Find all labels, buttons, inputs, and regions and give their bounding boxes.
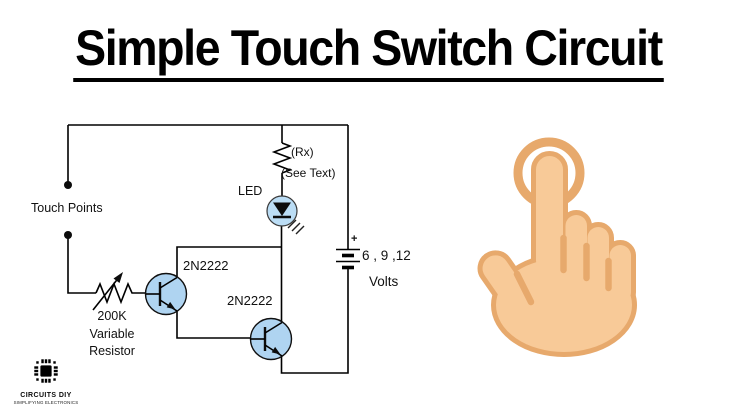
- touch-point-dots: [64, 181, 72, 239]
- page-title: Simple Touch Switch Circuit: [72, 22, 664, 82]
- battery-symbol: [336, 248, 360, 270]
- led-label: LED: [238, 184, 263, 198]
- pot-word-variable: Variable: [89, 326, 135, 341]
- touch-points-label: Touch Points: [31, 201, 103, 215]
- touch-hand-icon: [477, 137, 637, 357]
- resistor-rx-symbol: [271, 142, 293, 174]
- logo-name: CIRCUITS DIY: [20, 392, 72, 399]
- transistor2-label: 2N2222: [227, 293, 273, 308]
- transistor1-label: 2N2222: [183, 258, 229, 273]
- logo-chip-icon: [34, 359, 58, 383]
- transistor-q2-symbol: [249, 317, 293, 361]
- variable-resistor-symbol: [92, 272, 146, 311]
- rx-label: (Rx): [291, 145, 314, 159]
- battery-unit-label: Volts: [369, 274, 399, 289]
- logo-tagline: SIMPLIFYING ELECTRONICS: [13, 399, 79, 405]
- logo: CIRCUITS DIY SIMPLIFYING ELECTRONICS: [13, 356, 79, 405]
- title-area: Simple Touch Switch Circuit: [0, 22, 736, 82]
- rx-see-text-label: (See Text): [281, 166, 336, 180]
- variable-resistor-label: 200K Variable Resistor: [73, 308, 151, 361]
- pot-word-resistor: Resistor: [89, 344, 135, 358]
- transistor-q1-symbol: [144, 272, 188, 316]
- led-symbol: [266, 195, 305, 235]
- battery-voltages-label: 6 , 9 ,12: [362, 248, 411, 263]
- pot-value: 200K: [97, 309, 127, 323]
- battery-plus-label: +: [351, 233, 358, 245]
